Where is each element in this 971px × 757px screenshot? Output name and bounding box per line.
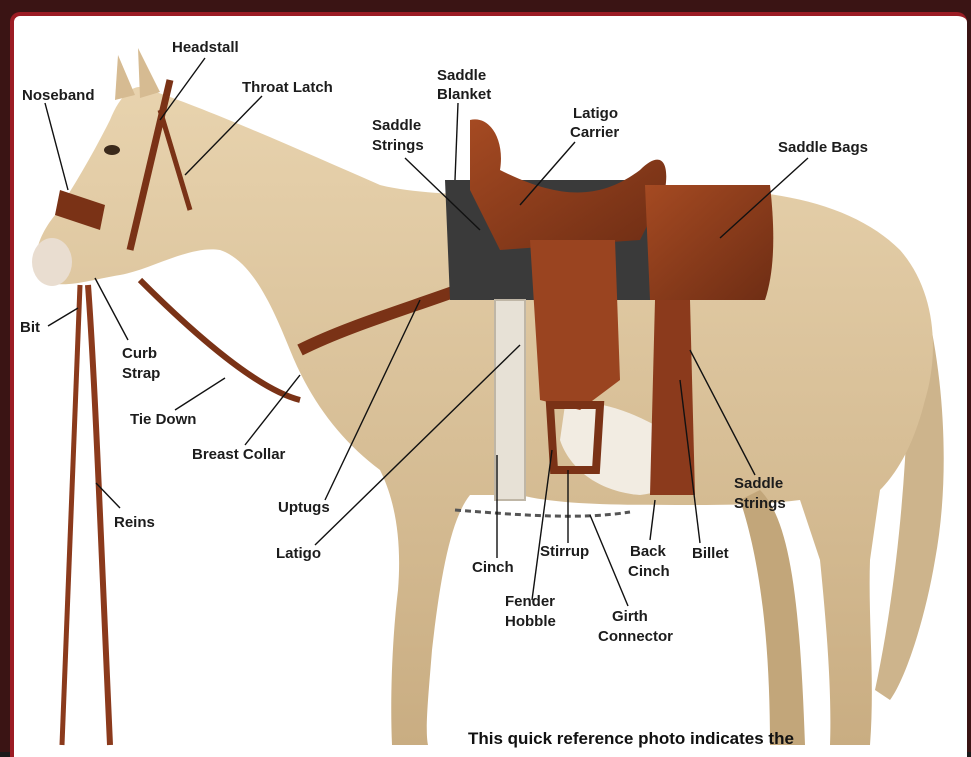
label-back-cinch: Back: [630, 543, 667, 560]
label-bit: Bit: [20, 319, 40, 336]
leader-saddle-blanket: [455, 103, 458, 180]
back-cinch-strap: [650, 300, 695, 495]
label-saddle-strings-top: Strings: [372, 137, 424, 154]
horse-muzzle: [32, 238, 72, 286]
label-throat-latch: Throat Latch: [242, 79, 333, 96]
label-curb-strap: Strap: [122, 365, 160, 382]
leader-bit: [48, 308, 78, 326]
label-girth-connector: Connector: [598, 628, 673, 645]
leader-curb-strap: [95, 278, 128, 340]
label-stirrup: Stirrup: [540, 543, 589, 560]
leader-back-cinch: [650, 500, 655, 540]
label-curb-strap: Curb: [122, 345, 157, 362]
label-saddle-strings-right: Strings: [734, 495, 786, 512]
label-fender-hobble: Fender: [505, 593, 555, 610]
label-latigo: Latigo: [276, 545, 321, 562]
label-saddle-blanket: Saddle: [437, 67, 486, 84]
label-cinch: Cinch: [472, 559, 514, 576]
horse-ear: [115, 55, 135, 100]
label-saddle-strings-right: Saddle: [734, 475, 783, 492]
saddle-bags-shape: [645, 185, 773, 300]
label-saddle-blanket: Blanket: [437, 86, 491, 103]
label-saddle-strings-top: Saddle: [372, 117, 421, 134]
horse-ear: [138, 48, 160, 98]
label-tie-down: Tie Down: [130, 411, 196, 428]
label-noseband: Noseband: [22, 87, 95, 104]
label-latigo-carrier: Carrier: [570, 124, 619, 141]
saddle-fender: [530, 240, 620, 410]
label-billet: Billet: [692, 545, 729, 562]
label-girth-connector: Girth: [612, 608, 648, 625]
label-breast-collar: Breast Collar: [192, 446, 286, 463]
reins-strap: [88, 285, 110, 745]
label-fender-hobble: Hobble: [505, 613, 556, 630]
girth-connector-chain: [455, 510, 630, 516]
label-reins: Reins: [114, 514, 155, 531]
label-back-cinch: Cinch: [628, 563, 670, 580]
reins-strap: [62, 285, 80, 745]
label-headstall: Headstall: [172, 39, 239, 56]
cinch-shape: [495, 300, 525, 500]
leader-tie-down: [175, 378, 225, 410]
label-uptugs: Uptugs: [278, 499, 330, 516]
leader-girth-connector: [590, 515, 628, 606]
label-latigo-carrier: Latigo: [573, 105, 618, 122]
label-saddle-bags: Saddle Bags: [778, 139, 868, 156]
horse-hind-leg: [740, 490, 805, 745]
horse-eye: [104, 145, 120, 155]
leader-noseband: [45, 103, 68, 190]
caption-text: This quick reference photo indicates the: [468, 729, 794, 748]
